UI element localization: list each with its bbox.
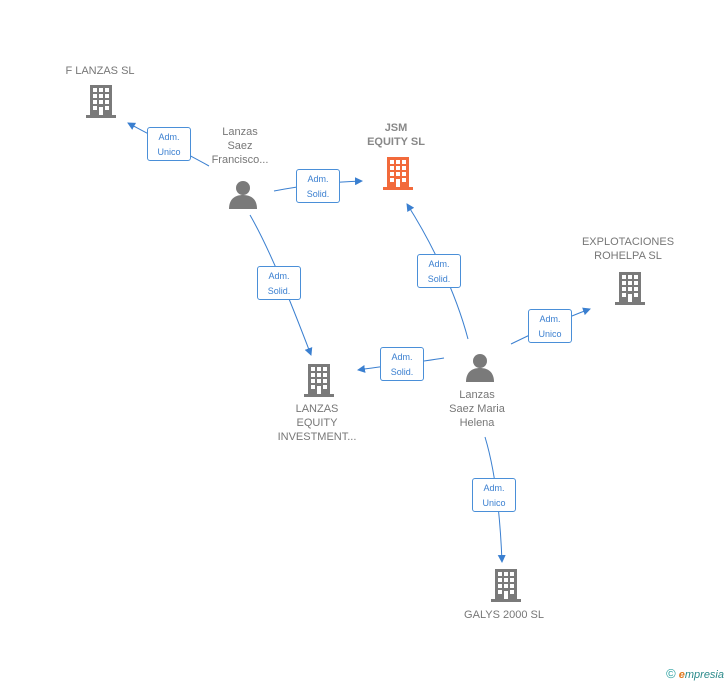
edge-badge-adm-unico[interactable]: Adm. Unico <box>528 309 572 343</box>
label-lanzas-equity[interactable]: LANZAS EQUITY INVESTMENT... <box>277 403 357 443</box>
edge-badge-adm-solid[interactable]: Adm. Solid. <box>417 254 461 288</box>
edge-badge-adm-unico[interactable]: Adm. Unico <box>472 478 516 512</box>
label-f-lanzas[interactable]: F LANZAS SL <box>65 65 135 77</box>
label-jsm[interactable]: JSM EQUITY SL <box>367 122 425 148</box>
edge-badge-adm-solid[interactable]: Adm. Solid. <box>296 169 340 203</box>
building-icon-galys[interactable] <box>491 569 521 602</box>
label-person-francisco[interactable]: Lanzas Saez Francisco... <box>211 126 269 166</box>
brand-name: mpresia <box>684 669 724 681</box>
building-icon-lanzas-equity[interactable] <box>304 364 334 397</box>
edge-badge-adm-solid[interactable]: Adm. Solid. <box>257 266 301 300</box>
empresia-logo: ©empresia <box>666 666 724 681</box>
brand-initial: e <box>678 669 685 681</box>
label-explotaciones[interactable]: EXPLOTACIONES ROHELPA SL <box>581 236 675 262</box>
person-icon-helena[interactable] <box>466 354 494 382</box>
edge-badge-adm-solid[interactable]: Adm. Solid. <box>380 347 424 381</box>
person-icon-francisco[interactable] <box>229 181 257 209</box>
building-icon-f-lanzas[interactable] <box>86 85 116 118</box>
building-icon-explotaciones[interactable] <box>615 272 645 305</box>
label-galys[interactable]: GALYS 2000 SL <box>464 609 544 621</box>
edge-lines <box>127 122 591 563</box>
edge-badge-adm-unico[interactable]: Adm. Unico <box>147 127 191 161</box>
copyright-symbol: © <box>666 666 676 681</box>
building-icon-jsm[interactable] <box>383 157 413 190</box>
label-person-helena[interactable]: Lanzas Saez Maria Helena <box>449 389 505 429</box>
